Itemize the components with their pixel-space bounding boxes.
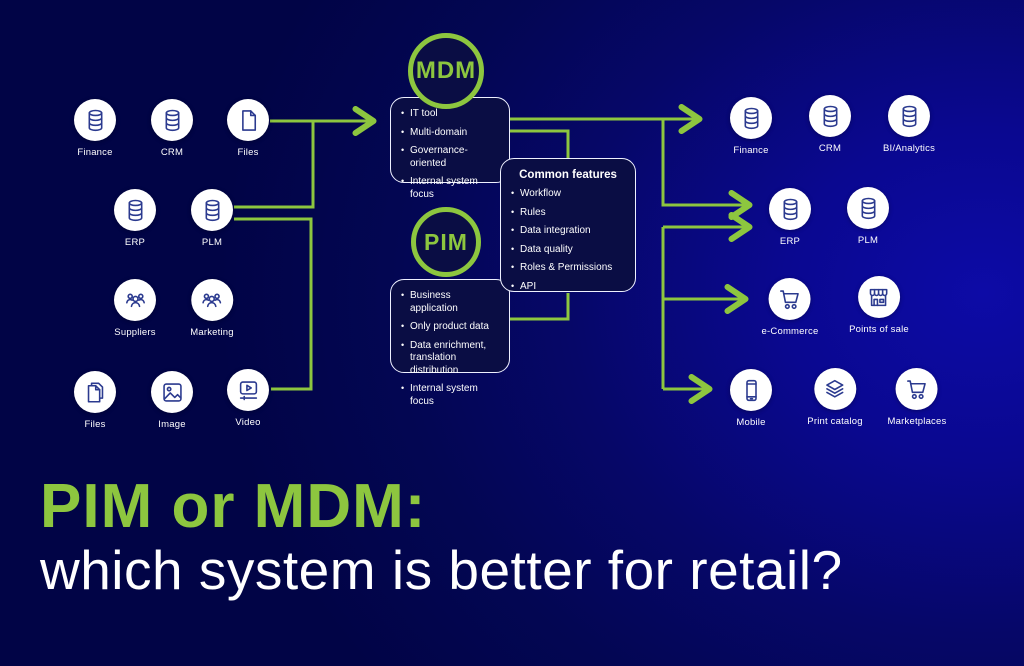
dest-node-crm: CRM: [809, 95, 851, 154]
database-icon: [769, 188, 811, 230]
dest-node-bi-analytics: BI/Analytics: [883, 95, 935, 154]
dest-node-ecommerce: e-Commerce: [762, 278, 819, 337]
pim-circle-label: PIM: [424, 228, 468, 255]
store-icon: [858, 276, 900, 318]
common-feature: Roles & Permissions: [511, 262, 627, 275]
connector-plm-to-mdm-branch: [234, 122, 315, 209]
mdm-bullet: Multi-domain: [401, 127, 501, 140]
connector-pim-to-common: [509, 293, 570, 321]
mdm-bullet: Internal system focus: [401, 176, 501, 201]
database-icon: [151, 99, 193, 141]
pim-bullet: Business application: [401, 290, 501, 315]
dest-node-erp: ERP: [769, 188, 811, 247]
pim-bullet: Data enrichment, translation distributio…: [401, 340, 501, 378]
headline-line2: which system is better for retail?: [40, 539, 843, 602]
common-features-panel: Common features Workflow Rules Data inte…: [500, 158, 636, 292]
source-node-plm: PLM: [191, 189, 233, 248]
source-node-files-2: Files: [74, 371, 116, 430]
dest-node-print-catalog: Print catalog: [807, 368, 863, 427]
mdm-circle-label: MDM: [415, 57, 477, 84]
files-icon: [74, 371, 116, 413]
database-icon: [114, 189, 156, 231]
mdm-panel: IT tool Multi-domain Governance-oriented…: [390, 97, 510, 200]
people-icon: [190, 279, 233, 321]
common-feature: Workflow: [511, 188, 627, 201]
cart-icon: [769, 278, 811, 320]
phone-icon: [730, 369, 772, 411]
mdm-circle: MDM: [408, 33, 484, 109]
headline: PIM or MDM: which system is better for r…: [40, 474, 843, 602]
source-node-marketing: Marketing: [190, 279, 234, 338]
database-icon: [888, 95, 930, 137]
common-feature: Data quality: [511, 244, 627, 257]
database-icon: [730, 97, 772, 139]
mdm-bullet-list: IT tool Multi-domain Governance-oriented…: [391, 98, 509, 213]
source-node-suppliers: Suppliers: [114, 279, 156, 338]
source-node-video: Video: [227, 369, 269, 428]
database-icon: [809, 95, 851, 137]
common-features-title: Common features: [519, 169, 617, 181]
people-icon: [114, 279, 156, 321]
database-icon: [74, 99, 116, 141]
connector-left-bracket-pim: [234, 217, 313, 391]
dest-node-finance: Finance: [730, 97, 772, 156]
cart-icon: [896, 368, 938, 410]
dest-node-points-of-sale: Points of sale: [849, 276, 909, 335]
database-icon: [847, 187, 889, 229]
common-feature: Data integration: [511, 225, 627, 238]
pim-bullet: Only product data: [401, 321, 501, 334]
dest-node-marketplaces: Marketplaces: [888, 368, 947, 427]
pim-panel: Business application Only product data D…: [390, 279, 510, 407]
pim-bullet: Internal system focus: [401, 383, 501, 408]
common-features-list: Workflow Rules Data integration Data qua…: [501, 181, 635, 305]
file-icon: [227, 99, 269, 141]
common-feature: Rules: [511, 207, 627, 220]
pim-bullet-list: Business application Only product data D…: [391, 280, 509, 420]
source-node-finance: Finance: [74, 99, 116, 158]
connector-mdm-branch-to-erp: [661, 120, 753, 220]
source-node-image: Image: [151, 371, 193, 430]
database-icon: [191, 189, 233, 231]
dest-node-plm: PLM: [847, 187, 889, 246]
pim-circle: PIM: [411, 207, 481, 277]
connector-mdm-to-common: [510, 129, 570, 158]
mdm-bullet: IT tool: [401, 108, 501, 121]
mdm-bullet: Governance-oriented: [401, 145, 501, 170]
source-node-erp: ERP: [114, 189, 156, 248]
common-feature: API: [511, 281, 627, 294]
image-icon: [151, 371, 193, 413]
source-node-crm: CRM: [151, 99, 193, 158]
source-node-files: Files: [227, 99, 269, 158]
headline-line1: PIM or MDM:: [40, 472, 427, 541]
layers-icon: [813, 368, 856, 410]
video-icon: [227, 369, 269, 411]
dest-node-mobile: Mobile: [730, 369, 772, 428]
